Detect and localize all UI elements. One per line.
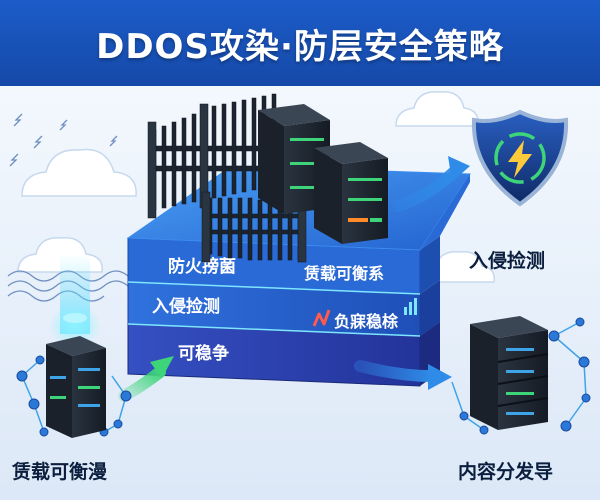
bar-chart-icon [404, 298, 417, 315]
title-banner: DDOS攻染·防层安全策略 [0, 0, 600, 86]
platform-middle-layer [127, 280, 440, 337]
arrow-to-cdn [354, 360, 452, 390]
cloud-icon [395, 91, 479, 127]
left-server-caption: 赁载可衡漫 [12, 461, 108, 483]
layer-label-intrusion: 入侵捡测 [152, 296, 220, 317]
layer-label-bottom: 可稳争 [178, 343, 229, 364]
right-server-caption: 内容分发导 [458, 461, 554, 483]
server-icon [46, 336, 106, 438]
server-icon [470, 316, 549, 430]
shield-caption: 入侵捡测 [469, 250, 546, 272]
layer-label-firewall: 防火搒菌 [168, 256, 236, 277]
cloud-icon [21, 148, 137, 197]
data-disk [63, 313, 87, 323]
fence-icon [147, 93, 281, 219]
shield-icon [471, 109, 569, 207]
network-node-icon [16, 355, 132, 437]
network-node-icon [459, 317, 591, 435]
glow [49, 304, 101, 348]
server-icon [314, 142, 388, 244]
lightning-icon [508, 140, 532, 178]
arrow-to-shield [392, 156, 470, 212]
layer-label-load-balance: 赁载可衡系 [303, 264, 384, 283]
pulse-icon [312, 309, 331, 327]
illustration: 防火搒菌 赁载可衡系 入侵捡测 负寐稳梌 可稳争 [0, 86, 600, 500]
fence-icon [201, 191, 307, 263]
page-title: DDOS攻染·防层安全策略 [96, 26, 504, 67]
layer-label-stability: 负寐稳梌 [334, 312, 399, 331]
